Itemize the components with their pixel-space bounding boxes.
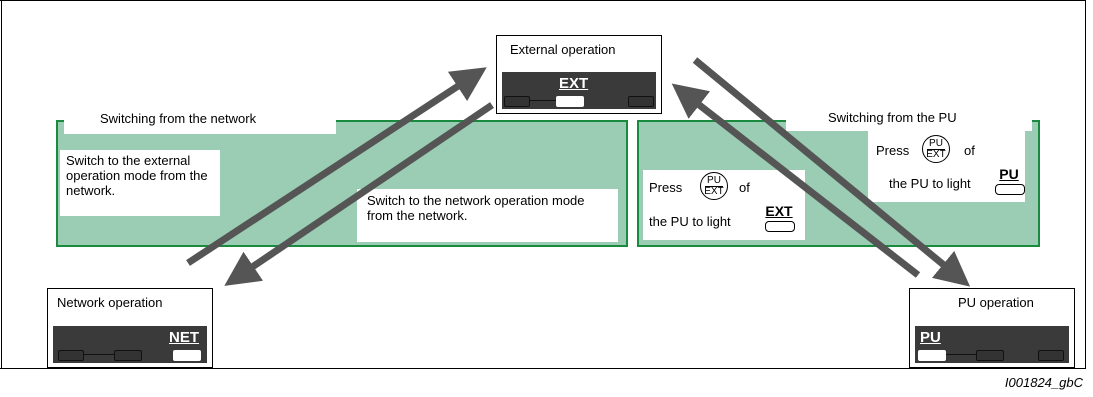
arrow-network-to-external — [186, 67, 487, 266]
figure-frame-top — [0, 0, 1086, 1]
network-operation-box: Network operation NET — [47, 288, 213, 368]
key-bottom-label: EXT — [704, 186, 724, 197]
pu-lamp-icon — [995, 184, 1025, 195]
pu-switching-title: Switching from the PU — [786, 107, 1032, 131]
key-top-label: PU — [707, 175, 721, 186]
key-top-label: PU — [929, 138, 943, 149]
figure-frame-left — [1, 0, 2, 369]
indicator-slot — [1038, 350, 1064, 361]
press-label: Press — [876, 143, 910, 158]
pu-panel-label: PU — [920, 329, 941, 346]
ext-lamp-icon — [765, 221, 795, 232]
ext-indicator-lit — [556, 96, 584, 107]
net-panel-label: NET — [169, 329, 199, 346]
net-indicator-lit — [173, 350, 201, 361]
figure-frame — [0, 0, 1086, 369]
ext-lamp-label: EXT — [765, 203, 793, 219]
pu-ext-key-icon: PU EXT — [700, 172, 728, 200]
ext-panel-label: EXT — [559, 75, 589, 92]
arrow-external-to-pu — [692, 57, 971, 287]
pu-ext-key-icon: PU EXT — [922, 135, 950, 163]
key-divider — [705, 186, 723, 187]
key-bottom-label: EXT — [926, 149, 946, 160]
light-label: the PU to light — [649, 214, 731, 229]
arrow-pu-to-external — [671, 83, 921, 278]
indicator-link — [530, 100, 556, 101]
of-label: of — [964, 143, 975, 158]
indicator-slot — [628, 96, 654, 107]
pu-operation-box: PU operation PU — [909, 288, 1075, 368]
external-operation-box: External operation EXT — [496, 35, 662, 114]
indicator-slot — [976, 350, 1004, 361]
figure-caption: I001824_gbC — [1004, 375, 1083, 390]
arrow-external-to-network — [224, 102, 494, 286]
note-switch-to-external: Switch to the external operation mode fr… — [60, 150, 220, 216]
indicator-link — [946, 354, 976, 355]
network-switching-title: Switching from the network — [64, 107, 336, 134]
light-label: the PU to light — [889, 176, 971, 191]
operation-panel-display: PU — [915, 326, 1069, 363]
pu-lamp-label: PU — [999, 166, 1019, 182]
pu-operation-label: PU operation — [958, 295, 1034, 310]
of-label: of — [739, 180, 750, 195]
key-divider — [927, 149, 945, 150]
press-label: Press — [649, 180, 683, 195]
indicator-slot — [504, 96, 530, 107]
indicator-slot — [114, 350, 142, 361]
operation-panel-display: NET — [53, 326, 207, 363]
note-switch-to-network: Switch to the network operation mode fro… — [357, 189, 618, 242]
external-operation-label: External operation — [510, 42, 616, 57]
network-operation-label: Network operation — [57, 295, 163, 310]
indicator-link — [84, 354, 114, 355]
note-press-to-pu: Press PU EXT of the PU to light PU — [868, 130, 1025, 202]
note-press-to-external: Press PU EXT of the PU to light EXT — [643, 170, 805, 240]
indicator-slot — [58, 350, 84, 361]
operation-panel-display: EXT — [502, 72, 656, 109]
pu-indicator-lit — [918, 350, 946, 361]
